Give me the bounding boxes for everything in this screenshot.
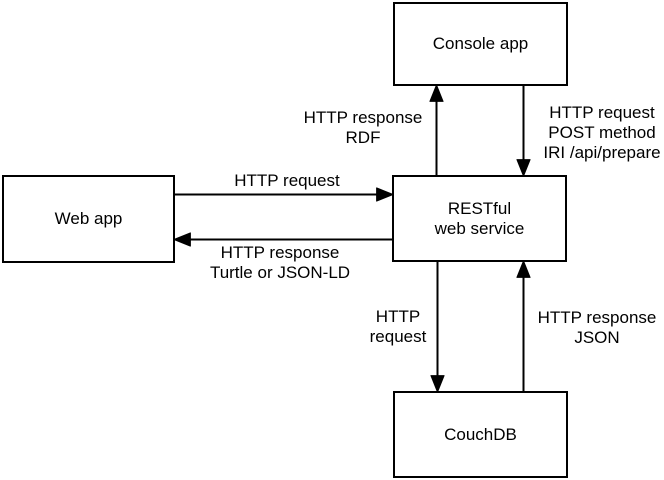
node-couchdb: CouchDB xyxy=(393,391,568,478)
node-console-app-label: Console app xyxy=(432,34,529,53)
edge-label-http-response-json: HTTP response JSON xyxy=(537,308,657,347)
edge-label-http-request-post: HTTP request POST method IRI /api/prepar… xyxy=(543,103,661,162)
node-restful-web-service: RESTful web service xyxy=(392,175,567,262)
node-restful-web-service-label: RESTful web service xyxy=(434,198,525,238)
node-web-app: Web app xyxy=(2,175,175,263)
edge-label-http-response-rdf: HTTP response RDF xyxy=(303,108,423,147)
edge-label-http-request-top: HTTP request xyxy=(234,171,340,190)
edge-label-http-request-bottom: HTTP request xyxy=(369,307,427,346)
edge-label-http-response-turtle: HTTP response Turtle or JSON-LD xyxy=(209,243,351,282)
node-web-app-label: Web app xyxy=(54,209,123,228)
node-couchdb-label: CouchDB xyxy=(444,424,517,444)
node-console-app: Console app xyxy=(393,2,568,86)
